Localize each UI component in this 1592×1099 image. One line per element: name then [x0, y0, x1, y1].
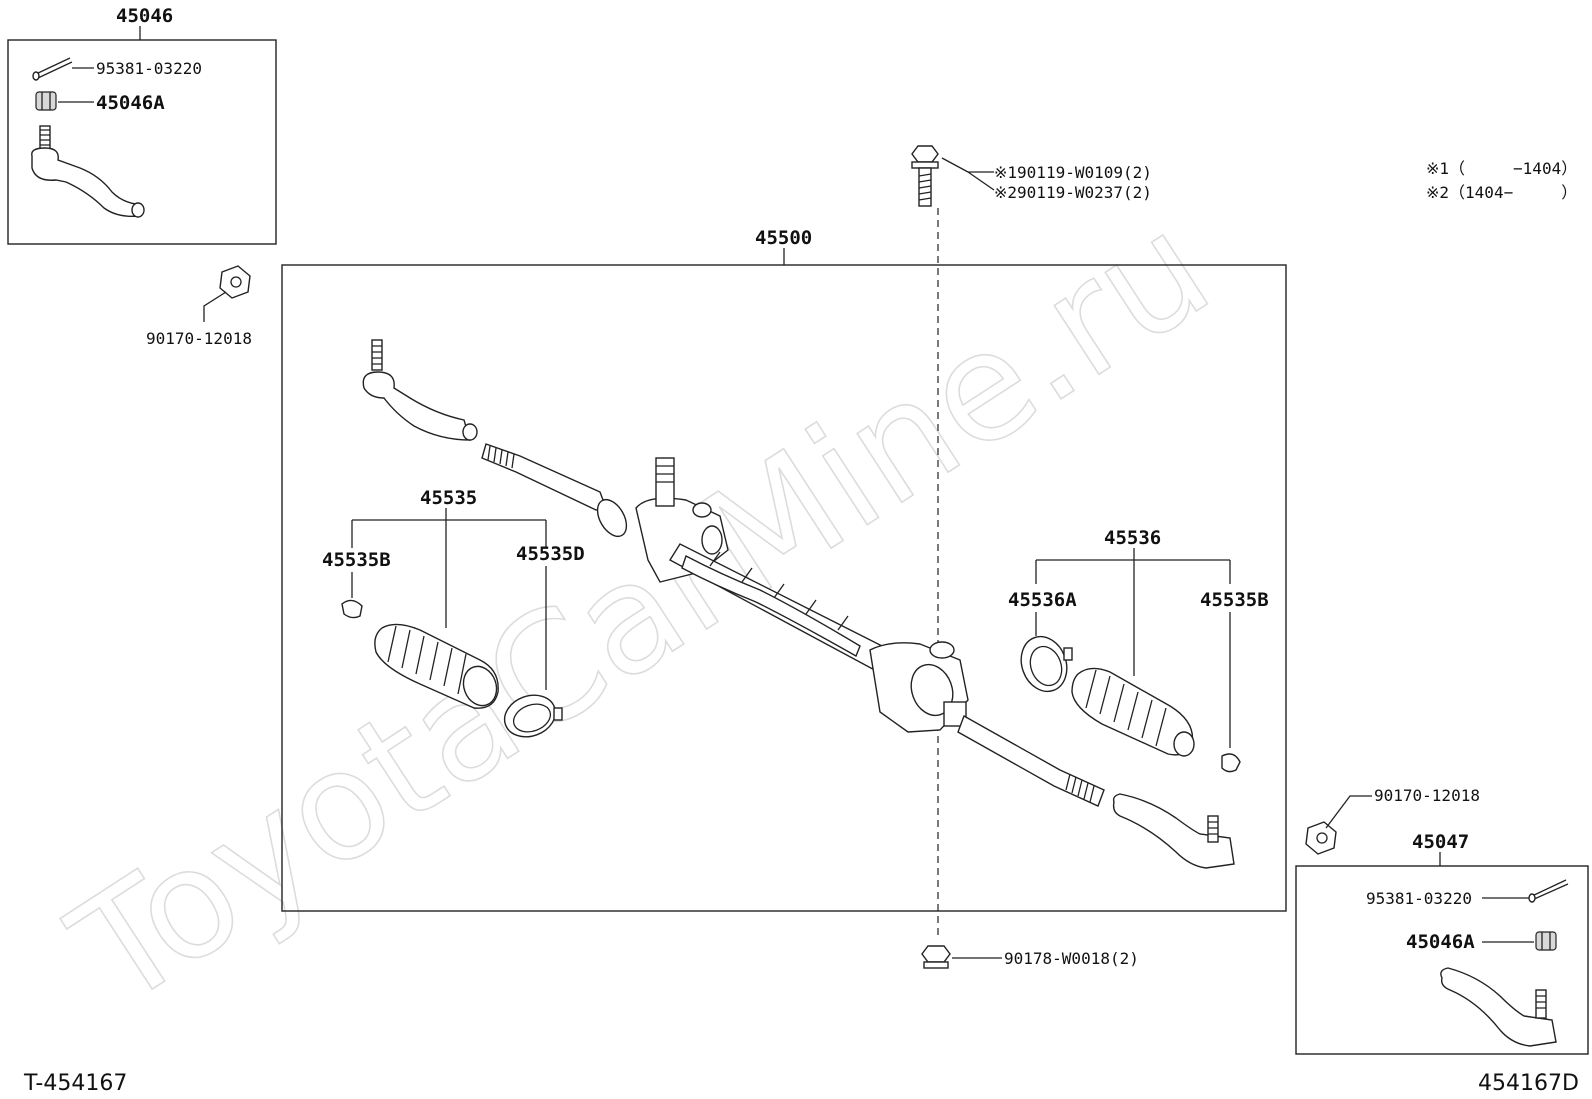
diagram-code-left: T-454167: [23, 1071, 127, 1096]
hex-nut-icon-right: [1305, 821, 1337, 855]
label-90170-12018-right: 90170-12018: [1374, 786, 1480, 805]
label-45536A: 45536A: [1008, 589, 1077, 611]
boot-clamp-right-icon: [1020, 635, 1073, 693]
box-45500: [281, 264, 1287, 912]
label-95381-03220-right: 95381-03220: [1366, 889, 1472, 908]
tie-rod-end-icon: [31, 125, 145, 218]
tie-rod-end-right-icon: [1112, 793, 1235, 869]
tie-rod-end-left-icon: [362, 339, 478, 441]
label-45535B-left: 45535B: [322, 549, 391, 571]
flange-nut-icon: [921, 945, 951, 969]
rack-boot-right-icon: [1071, 667, 1195, 757]
boot-clip-left-icon: [341, 599, 363, 619]
note-2: ※2（1404− ）: [1426, 183, 1577, 202]
label-45046: 45046: [116, 5, 173, 27]
label-45047: 45047: [1412, 831, 1469, 853]
rack-boot-left-icon: [374, 623, 499, 709]
label-45536: 45536: [1104, 527, 1161, 549]
flange-bolt-icon: [911, 145, 939, 207]
boot-clamp-left-icon: [503, 694, 563, 738]
diagram-code-right: 454167D: [1478, 1071, 1579, 1096]
steering-rack-icon: [481, 443, 1105, 807]
note-1: ※1（ −1404）: [1426, 159, 1577, 178]
label-45046A-left: 45046A: [96, 92, 165, 114]
hex-nut-icon-left: [219, 265, 251, 299]
castle-nut-right-icon: [1535, 931, 1557, 951]
label-95381-03220-left: 95381-03220: [96, 59, 202, 78]
label-45535D: 45535D: [516, 543, 585, 565]
boot-clip-right-icon: [1221, 753, 1241, 773]
label-bolt-290119: ※290119-W0237(2): [994, 183, 1152, 202]
tie-rod-end-45047-icon: [1440, 967, 1557, 1047]
label-bolt-190119: ※190119-W0109(2): [994, 163, 1152, 182]
castle-nut-icon: [35, 91, 57, 111]
label-90178-W0018: 90178-W0018(2): [1004, 949, 1139, 968]
box-45046: [7, 39, 277, 245]
box-45047: [1295, 865, 1589, 1055]
label-45500: 45500: [755, 227, 812, 249]
cotter-pin-right-icon: [1528, 879, 1569, 903]
label-45046A-right: 45046A: [1406, 931, 1475, 953]
label-45535: 45535: [420, 487, 477, 509]
label-45535B-right: 45535B: [1200, 589, 1269, 611]
label-90170-12018-left: 90170-12018: [146, 329, 252, 348]
cotter-pin-icon: [32, 57, 73, 81]
